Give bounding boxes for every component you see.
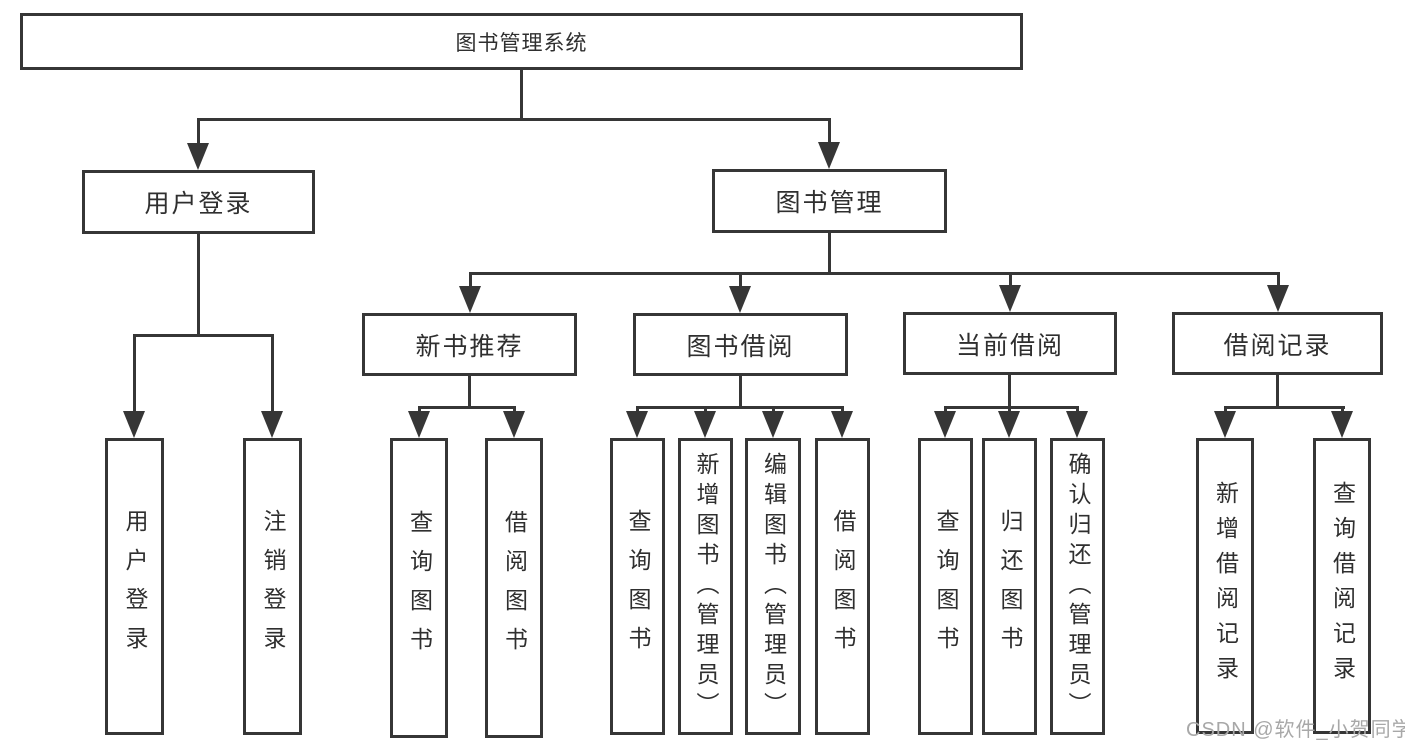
arrow-down-icon	[999, 285, 1021, 312]
connector-newbook-branch	[418, 406, 516, 409]
arrow-down-icon	[1214, 411, 1236, 438]
connector-userlogin-drop	[197, 234, 200, 336]
leaf-edit-book-admin: 编辑图书（管理员）	[745, 438, 801, 735]
leaf-label: 确认归还（管理员）	[1065, 451, 1091, 722]
node-book-borrow: 图书借阅	[633, 313, 848, 376]
connector-newbook-drop	[468, 376, 471, 409]
leaf-label: 新增借阅记录	[1212, 481, 1239, 691]
leaf-label: 查询图书	[625, 508, 651, 665]
connector-bookmgmt-branch	[469, 272, 1280, 275]
leaf-label: 注销登录	[260, 508, 286, 665]
connector-leaf-stem	[739, 272, 742, 288]
connector-userlogin-branch	[133, 334, 274, 337]
arrow-down-icon	[503, 411, 525, 438]
leaf-borrow-book-recommend: 借阅图书	[485, 438, 543, 738]
connector-borrow-drop	[739, 376, 742, 409]
connector-leaf-stem	[1277, 272, 1280, 288]
leaf-add-borrow-record: 新增借阅记录	[1196, 438, 1254, 734]
arrow-down-icon	[187, 143, 209, 170]
arrow-down-icon	[1267, 285, 1289, 312]
connector-leaf-stem	[271, 334, 274, 412]
arrow-down-icon	[998, 411, 1020, 438]
leaf-label: 用户登录	[122, 508, 148, 665]
leaf-label: 查询图书	[406, 510, 433, 666]
leaf-label: 借阅图书	[501, 510, 528, 666]
connector-leaf-stem	[1008, 406, 1011, 414]
connector-root-branch	[197, 118, 831, 121]
arrow-down-icon	[1066, 411, 1088, 438]
arrow-down-icon	[831, 411, 853, 438]
connector-to-user-login	[197, 118, 200, 148]
leaf-return-book: 归还图书	[982, 438, 1037, 735]
connector-bookmgmt-drop	[828, 233, 831, 274]
connector-leaf-stem	[418, 406, 421, 414]
arrow-down-icon	[934, 411, 956, 438]
arrow-down-icon	[694, 411, 716, 438]
arrow-down-icon	[261, 411, 283, 438]
node-library-management-system: 图书管理系统	[20, 13, 1023, 70]
leaf-query-borrow-record: 查询借阅记录	[1313, 438, 1371, 734]
csdn-watermark: CSDN @软件_小贺同学	[1186, 719, 1405, 741]
connector-current-branch	[944, 406, 1079, 409]
node-current-borrow: 当前借阅	[903, 312, 1117, 375]
connector-borrow-branch	[636, 406, 844, 409]
leaf-add-book-admin: 新增图书（管理员）	[678, 438, 733, 735]
connector-leaf-stem	[1009, 272, 1012, 288]
arrow-down-icon	[123, 411, 145, 438]
connector-leaf-stem	[1076, 406, 1079, 414]
leaf-borrow-book: 借阅图书	[815, 438, 870, 735]
arrow-down-icon	[762, 411, 784, 438]
leaf-confirm-return-admin: 确认归还（管理员）	[1050, 438, 1105, 735]
connector-leaf-stem	[704, 406, 707, 414]
connector-current-drop	[1008, 375, 1011, 409]
arrow-down-icon	[408, 411, 430, 438]
connector-leaf-stem	[944, 406, 947, 414]
connector-leaf-stem	[1341, 406, 1344, 414]
leaf-label: 归还图书	[997, 508, 1023, 665]
leaf-label: 查询图书	[933, 508, 959, 665]
arrow-down-icon	[459, 286, 481, 313]
connector-leaf-stem	[841, 406, 844, 414]
node-user-login: 用户登录	[82, 170, 315, 234]
connector-record-branch	[1224, 406, 1345, 409]
node-new-book-recommend: 新书推荐	[362, 313, 577, 376]
arrow-down-icon	[626, 411, 648, 438]
leaf-label: 查询借阅记录	[1329, 481, 1356, 691]
node-book-management: 图书管理	[712, 169, 947, 233]
leaf-query-book-borrow: 查询图书	[610, 438, 665, 735]
connector-to-book-mgmt	[828, 118, 831, 148]
leaf-user-login: 用户登录	[105, 438, 164, 735]
arrow-down-icon	[729, 286, 751, 313]
connector-leaf-stem	[772, 406, 775, 414]
connector-leaf-stem	[469, 272, 472, 288]
leaf-logout: 注销登录	[243, 438, 302, 735]
connector-root-drop	[520, 68, 523, 120]
leaf-label: 借阅图书	[830, 508, 856, 665]
connector-record-drop	[1276, 375, 1279, 409]
connector-leaf-stem	[513, 406, 516, 414]
leaf-label: 编辑图书（管理员）	[760, 451, 787, 722]
arrow-down-icon	[818, 142, 840, 169]
connector-leaf-stem	[133, 334, 136, 412]
connector-leaf-stem	[636, 406, 639, 414]
leaf-query-book-current: 查询图书	[918, 438, 973, 735]
leaf-label: 新增图书（管理员）	[693, 451, 719, 722]
node-borrow-record: 借阅记录	[1172, 312, 1383, 375]
leaf-query-book-recommend: 查询图书	[390, 438, 448, 738]
arrow-down-icon	[1331, 411, 1353, 438]
connector-leaf-stem	[1224, 406, 1227, 414]
